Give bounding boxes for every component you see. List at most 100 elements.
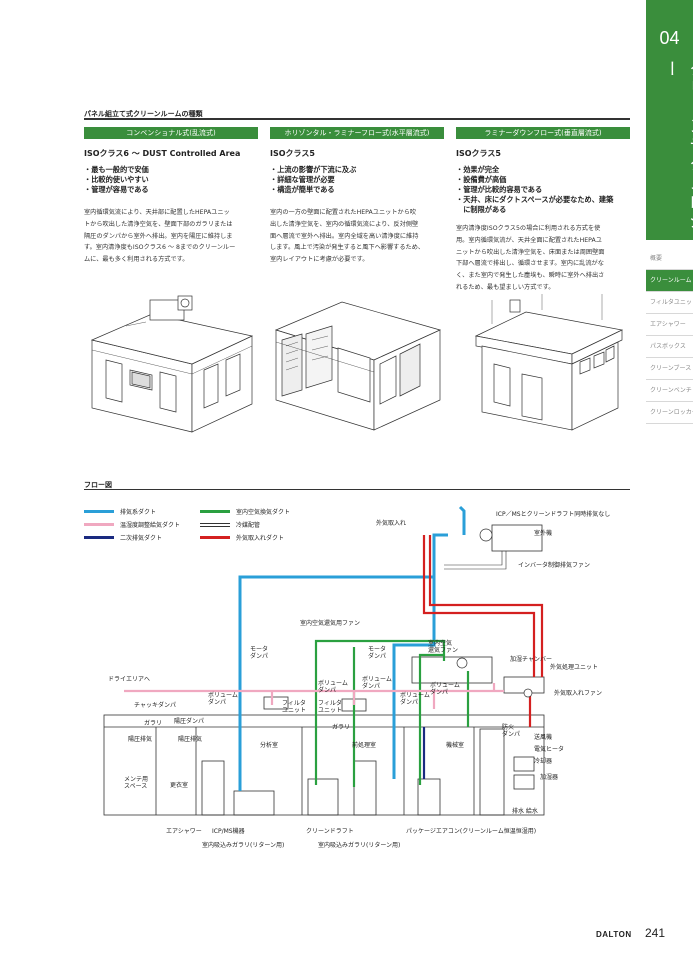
legend-item: 外気取入れダクト xyxy=(200,531,290,544)
legend-swatch-supply xyxy=(84,523,114,526)
nav-item-cleanroom[interactable]: クリーンルーム xyxy=(646,270,693,292)
nav-item-clean-bench[interactable]: クリーンベンチ xyxy=(646,380,693,402)
label-humidifier: 加湿器 xyxy=(540,773,558,781)
bullet: ・比較的使いやすい xyxy=(84,175,149,184)
label-maint-space: メンテ用スペース xyxy=(124,776,148,790)
nav-item-overview[interactable]: 概要 xyxy=(646,248,693,270)
column-description: 室内清浄度ISOクラス5の場合に利用される方式を使 用。室内循環気流が、天井全面… xyxy=(456,223,630,294)
bullet: ・設備費が高価 xyxy=(456,175,507,184)
legend-label: 排気系ダクト xyxy=(120,509,157,516)
column-bullets: ・最も一般的で安価 ・比較的使いやすい ・管理が容易である xyxy=(84,165,258,195)
label-return-fan: 室内空気還気ファン xyxy=(428,639,458,654)
column-heading: ホリゾンタル・ラミナーフロー式(水平層流式) xyxy=(270,127,444,139)
label-volume-damper-3: ボリュームダンパ xyxy=(362,675,392,690)
label-dry-area: ドライエリアへ xyxy=(108,676,150,683)
label-outdoor-unit: 室外機 xyxy=(534,529,552,537)
column-heading: コンベンショナル式(乱流式) xyxy=(84,127,258,139)
label-volume-damper-5: ボリュームダンパ xyxy=(430,681,460,696)
label-pos-exhaust-1: 陽圧排気 xyxy=(128,735,152,743)
desc-line: します。風上で汚染が発生すると風下へ影響するため、 xyxy=(270,244,425,252)
flow-rule xyxy=(84,489,630,490)
nav-item-clean-booth[interactable]: クリーンブース xyxy=(646,358,693,380)
bullet: ・管理が容易である xyxy=(84,185,149,194)
label-cooler: 冷却器 xyxy=(534,757,552,765)
label-drain: 排水 給水 xyxy=(512,807,538,815)
label-filter-unit-1: フィルタユニット xyxy=(282,699,306,714)
desc-line: 室内清浄度ISOクラス5の場合に利用される方式を使 xyxy=(456,225,601,232)
flow-title: フロー図 xyxy=(84,481,112,489)
legend-swatch-exhaust xyxy=(84,510,114,513)
exhaust-fan-icon xyxy=(479,528,493,542)
desc-line: トから吹出した清浄空気を、壁面下部のガラリまたは xyxy=(84,220,233,228)
legend-item: 室内空気換気ダクト xyxy=(200,505,290,518)
label-blower: 送風機 xyxy=(534,733,552,741)
desc-line: 用。室内循環気流が、天井全面に配置されたHEPAユ xyxy=(456,236,602,244)
label-air-shower: エアシャワー xyxy=(166,828,202,835)
label-outside-air-in: 外気取入れ xyxy=(376,519,406,527)
label-volume-damper-1: ボリュームダンパ xyxy=(208,691,238,706)
label-heater: 電気ヒータ xyxy=(534,745,564,753)
nav-item-pass-box[interactable]: パスボックス xyxy=(646,336,693,358)
legend-swatch-refrigerant xyxy=(200,522,230,527)
label-machine-room: 機械室 xyxy=(446,741,464,749)
building-outline xyxy=(103,714,545,816)
label-pos-exhaust-2: 陽圧排気 xyxy=(178,735,202,743)
legend-label: 冷媒配管 xyxy=(236,522,261,529)
label-ventilation-fan: 室内空気還気用ファン xyxy=(300,619,360,627)
legend-item: 冷媒配管 xyxy=(200,518,290,531)
column-description: 室内の一方の壁面に配置されたHEPAユニットから吹 出した清浄空気を、室内の循環… xyxy=(270,207,444,266)
column-description: 室内循環気流により、天井部に配置したHEPAユニッ トから吹出した清浄空気を、壁… xyxy=(84,207,258,266)
horizontal-laminar-illustration xyxy=(274,301,442,431)
column-iso-class: ISOクラス6 ～ DUST Controlled Area xyxy=(84,149,241,158)
label-return-gallery-1: 室内吸込みガラリ(リターン用) xyxy=(202,841,284,849)
column-bullets: ・効果が完全 ・設備費が高価 ・管理が比較的容易である ・天井、床にダクトスペー… xyxy=(456,165,630,215)
chapter-nav: 概要 クリーンルーム フィルタユニット エアシャワー パスボックス クリーンブー… xyxy=(646,248,693,424)
label-oa-unit: 外気処理ユニット xyxy=(550,663,598,671)
column-heading: ラミナーダウンフロー式(垂直層流式) xyxy=(456,127,630,139)
brand-logo: DALTON xyxy=(596,930,632,939)
label-fire-damper: 防火ダンパ xyxy=(502,723,520,738)
desc-line: 隔圧のダンパから室外へ排出。室内を陽圧に維持しま xyxy=(84,232,233,240)
label-check-damper: チャッキダンパ xyxy=(134,701,176,709)
section-title: パネル組立て式クリーンルームの種類 xyxy=(84,110,203,118)
label-inverter-fan: インバータ制御排気ファン xyxy=(518,561,590,569)
nav-item-air-shower[interactable]: エアシャワー xyxy=(646,314,693,336)
page-number: 241 xyxy=(645,926,666,940)
label-analysis-room: 分析室 xyxy=(260,741,278,749)
nav-item-clean-locker[interactable]: クリーンロッカー xyxy=(646,402,693,424)
chapter-tab: 04 クリーンテクノロジー xyxy=(646,0,693,240)
chapter-number: 04 xyxy=(659,28,680,48)
desc-line: 室内循環気流により、天井部に配置したHEPAユニッ xyxy=(84,209,230,216)
bullet: ・上流の影響が下流に及ぶ xyxy=(270,165,357,174)
nav-item-filter-unit[interactable]: フィルタユニット xyxy=(646,292,693,314)
desc-line: 面へ層流で室外へ排出。室内全域を高い清浄度に維持 xyxy=(270,232,419,240)
bullet: ・最も一般的で安価 xyxy=(84,165,149,174)
bullet: ・効果が完全 xyxy=(456,165,500,174)
desc-line: ニットから吹出した清浄空気を、床面または周囲壁面 xyxy=(456,248,605,256)
legend-right: 室内空気換気ダクト 冷媒配管 外気取入れダクト xyxy=(200,505,290,544)
label-oa-fan: 外気取入れファン xyxy=(554,689,602,697)
section-rule xyxy=(84,118,630,120)
column-iso-class: ISOクラス5 xyxy=(270,149,315,158)
chapter-side-tab: 04 クリーンテクノロジー 概要 クリーンルーム フィルタユニット エアシャワー… xyxy=(646,0,693,960)
legend-item: 二次排気ダクト xyxy=(84,531,180,544)
label-gallery-2: ガラリ xyxy=(332,723,350,731)
desc-line: す。室内清浄度もISOクラス6 ～ 8までのクリーンルー xyxy=(84,244,236,252)
legend-label: 外気取入れダクト xyxy=(236,535,285,542)
desc-line: 室内レイアウトに考慮が必要です。 xyxy=(270,256,369,264)
label-package-ac: パッケージエアコン(クリーンルーム恒温恒湿用) xyxy=(406,827,536,835)
label-icp-exhaust: ICP／MSとクリーンドラフト同時排気なし xyxy=(496,510,610,518)
bullet: ・天井、床にダクトスペースが必要なため、建築 xyxy=(456,195,614,204)
desc-line: く、また室内で発生した塵埃も、瞬時に室外へ排出さ xyxy=(456,272,605,280)
label-pretreat-room: 前処理室 xyxy=(352,741,376,749)
column-horizontal-laminar: ホリゾンタル・ラミナーフロー式(水平層流式) ISOクラス5 ・上流の影響が下流… xyxy=(270,127,444,266)
column-laminar-downflow: ラミナーダウンフロー式(垂直層流式) ISOクラス5 ・効果が完全 ・設備費が高… xyxy=(456,127,630,294)
bullet: ・詳細な管理が必要 xyxy=(270,175,335,184)
label-volume-damper-2: ボリュームダンパ xyxy=(318,679,348,694)
desc-line: 出した清浄空気を、室内の循環気流により、反対側壁 xyxy=(270,220,419,228)
column-iso-class: ISOクラス5 xyxy=(456,149,501,158)
oa-fan-icon xyxy=(523,688,533,698)
desc-line: ムに、最も多く利用される方式です。 xyxy=(84,256,189,264)
label-motor-damper-1: モータダンパ xyxy=(250,645,268,660)
desc-line: 下部へ層流で排出し、循環させます。室内に乱流がな xyxy=(456,260,604,268)
